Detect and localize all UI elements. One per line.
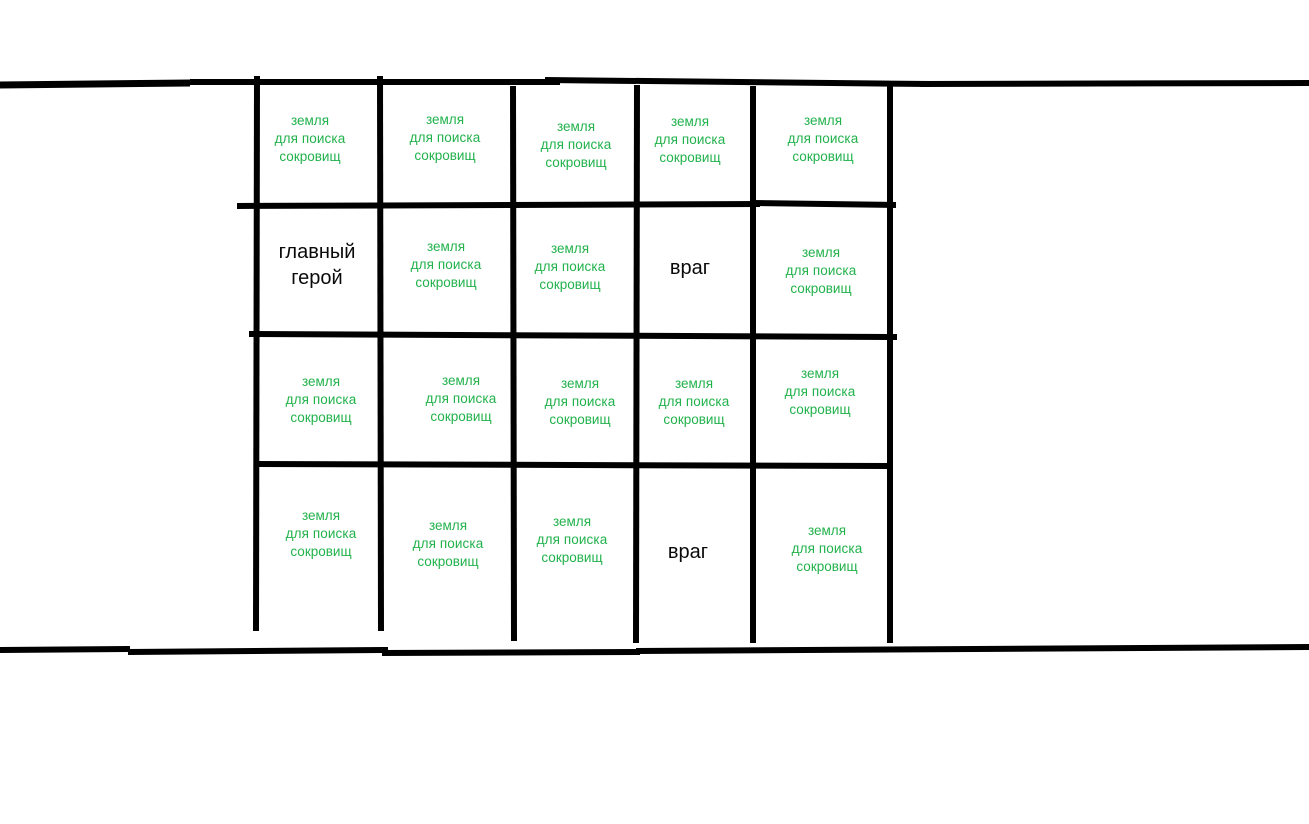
top-border-4 bbox=[919, 80, 1309, 87]
col-line-1 bbox=[253, 75, 260, 632]
col-line-3 bbox=[510, 85, 517, 642]
col-line-4 bbox=[633, 84, 640, 644]
row1-row2 bbox=[236, 201, 761, 209]
row2-row3 bbox=[248, 331, 898, 340]
bottom-b2 bbox=[127, 647, 389, 655]
row1-row2-b bbox=[751, 200, 897, 208]
bottom-b5 bbox=[1144, 644, 1309, 651]
bottom-b3 bbox=[381, 649, 641, 656]
col-line-2 bbox=[377, 75, 384, 632]
row3-row4 bbox=[255, 461, 894, 469]
bottom-border bbox=[0, 646, 131, 653]
top-border bbox=[0, 79, 191, 89]
bottom-b4 bbox=[635, 645, 1151, 654]
top-border-3 bbox=[544, 77, 931, 87]
